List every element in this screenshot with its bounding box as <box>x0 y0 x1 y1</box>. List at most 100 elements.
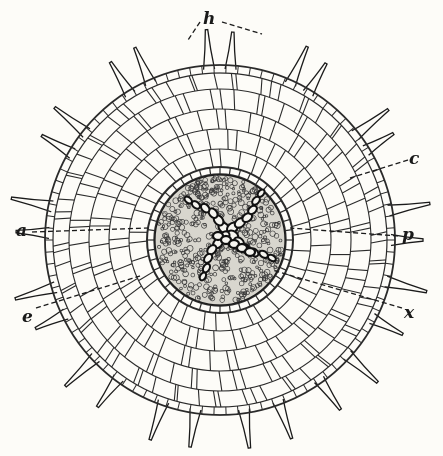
cortex-cell-wall <box>146 353 153 372</box>
cortex-cell-wall <box>318 327 335 338</box>
cortex-cell-wall <box>323 144 337 159</box>
cortex-cell-wall <box>158 337 165 356</box>
cortex-cell-wall <box>174 384 175 400</box>
endodermis-cell-wall <box>285 230 292 231</box>
cortex-cell-wall <box>163 317 172 335</box>
epidermis-cell-wall <box>340 118 346 124</box>
label-a: a <box>16 221 27 241</box>
epidermis-cell-wall <box>178 70 180 78</box>
epidermis-cell-wall <box>304 385 308 392</box>
endodermis-cell-wall <box>285 249 292 250</box>
cortex-cell-wall <box>242 389 248 404</box>
cortex-cell-wall <box>94 268 113 276</box>
cortex-cell-wall <box>144 278 158 289</box>
cortex-cell-wall <box>286 200 302 209</box>
cortex-cell-wall <box>214 331 215 351</box>
cortex-cell-wall <box>151 310 162 327</box>
epidermis-cell-wall <box>387 228 395 229</box>
cortex-cell-wall <box>189 347 192 367</box>
cortex-cell-wall <box>88 138 103 145</box>
root-hair <box>225 32 236 70</box>
cortex-cell-wall <box>210 351 211 371</box>
cortex-cell-wall <box>91 218 111 219</box>
epidermis-cell-wall <box>237 66 238 74</box>
endodermis-cell-wall <box>270 192 275 197</box>
cortex-cell-wall <box>292 250 310 251</box>
cortex-cell-wall <box>177 385 178 401</box>
cortex-cell-wall <box>238 151 241 169</box>
cortex-cell-wall <box>207 130 211 150</box>
endodermis-cell-wall <box>276 201 282 205</box>
cortex-cell-wall <box>278 85 281 101</box>
cortex-cell-wall <box>92 261 111 267</box>
cortex-cell-wall <box>196 328 199 348</box>
cortex-cell-wall <box>261 78 262 94</box>
endodermis-cell-wall <box>276 276 282 280</box>
cortex-cell-wall <box>197 369 198 389</box>
cortex-cell-wall <box>140 197 157 204</box>
cortex-cell-wall <box>364 187 378 195</box>
endodermis-cell-wall <box>229 168 230 175</box>
endodermis-cell-wall <box>256 179 260 185</box>
cortex-cell-wall <box>315 108 323 122</box>
cortex-cell-wall <box>214 73 218 89</box>
cortex-cell-wall <box>288 266 305 271</box>
endodermis-cell-wall <box>283 259 290 261</box>
epidermis-cell-wall <box>86 347 92 352</box>
cortex-cell-wall <box>133 142 148 156</box>
cortex-cell-wall <box>342 183 360 193</box>
cortex-cell-wall <box>117 307 131 321</box>
cortex-cell-wall <box>144 159 159 172</box>
endodermis-cell-wall <box>190 300 193 306</box>
cortex-cell-wall <box>277 285 292 295</box>
epidermis-cell-wall <box>202 66 203 74</box>
cortex-cell-wall <box>266 297 279 310</box>
endodermis-cell-wall <box>190 174 193 180</box>
epidermis-cell-wall <box>133 385 137 392</box>
epidermis-cell-wall <box>47 216 55 217</box>
cortex-cell-wall <box>136 324 147 341</box>
cortex-cell-wall <box>240 369 246 388</box>
cortex-cell-wall <box>328 152 343 166</box>
endodermis-cell-wall <box>239 303 241 310</box>
endodermis-cell-wall <box>172 185 177 190</box>
cortex-cell-wall <box>368 206 383 212</box>
xylem-vessel <box>245 248 255 256</box>
cortex-cell-wall <box>245 308 253 324</box>
cortex-cell-wall <box>107 325 120 340</box>
cortex-cell-wall <box>345 144 356 156</box>
epidermis-cell-wall <box>387 252 395 253</box>
cortex-cell-wall <box>70 226 90 227</box>
endodermis-cell-wall <box>148 249 155 250</box>
cortex-cell-wall <box>327 201 345 209</box>
label-x: x <box>403 303 415 323</box>
cortex-cell-wall <box>288 135 298 152</box>
epidermis-cell-wall <box>260 70 262 78</box>
cortex-cell-wall <box>175 96 183 114</box>
cortex-cell-wall <box>253 305 263 320</box>
cortex-cell-wall <box>364 286 380 288</box>
epidermis-cell-wall <box>355 338 361 343</box>
cortex-cell-wall <box>309 306 327 316</box>
cortex-cell-wall <box>181 305 187 322</box>
cortex-cell-wall <box>262 96 265 116</box>
cortex-cell-wall <box>280 187 294 199</box>
cortex-cell-wall <box>315 134 327 150</box>
label-e: e <box>22 307 33 327</box>
cortex-cell-wall <box>109 246 129 249</box>
root-hair <box>54 107 90 138</box>
cortex-cell-wall <box>290 168 304 182</box>
cortex-cell-wall <box>270 81 272 97</box>
cortex-cell-wall <box>170 363 174 383</box>
cortex-cell-wall <box>231 73 233 89</box>
cortex-cell-wall <box>228 313 232 331</box>
epidermis-cell-wall <box>190 68 191 76</box>
epidermis-cell-wall <box>72 328 79 332</box>
cortex-cell-wall <box>111 217 131 219</box>
root-hair <box>369 314 403 336</box>
cortex-cell-wall <box>258 323 268 340</box>
cortex-cell-wall <box>148 185 163 195</box>
epidermis-cell-wall <box>103 110 108 116</box>
leader-h-right <box>222 22 262 34</box>
root-hair <box>134 47 156 86</box>
